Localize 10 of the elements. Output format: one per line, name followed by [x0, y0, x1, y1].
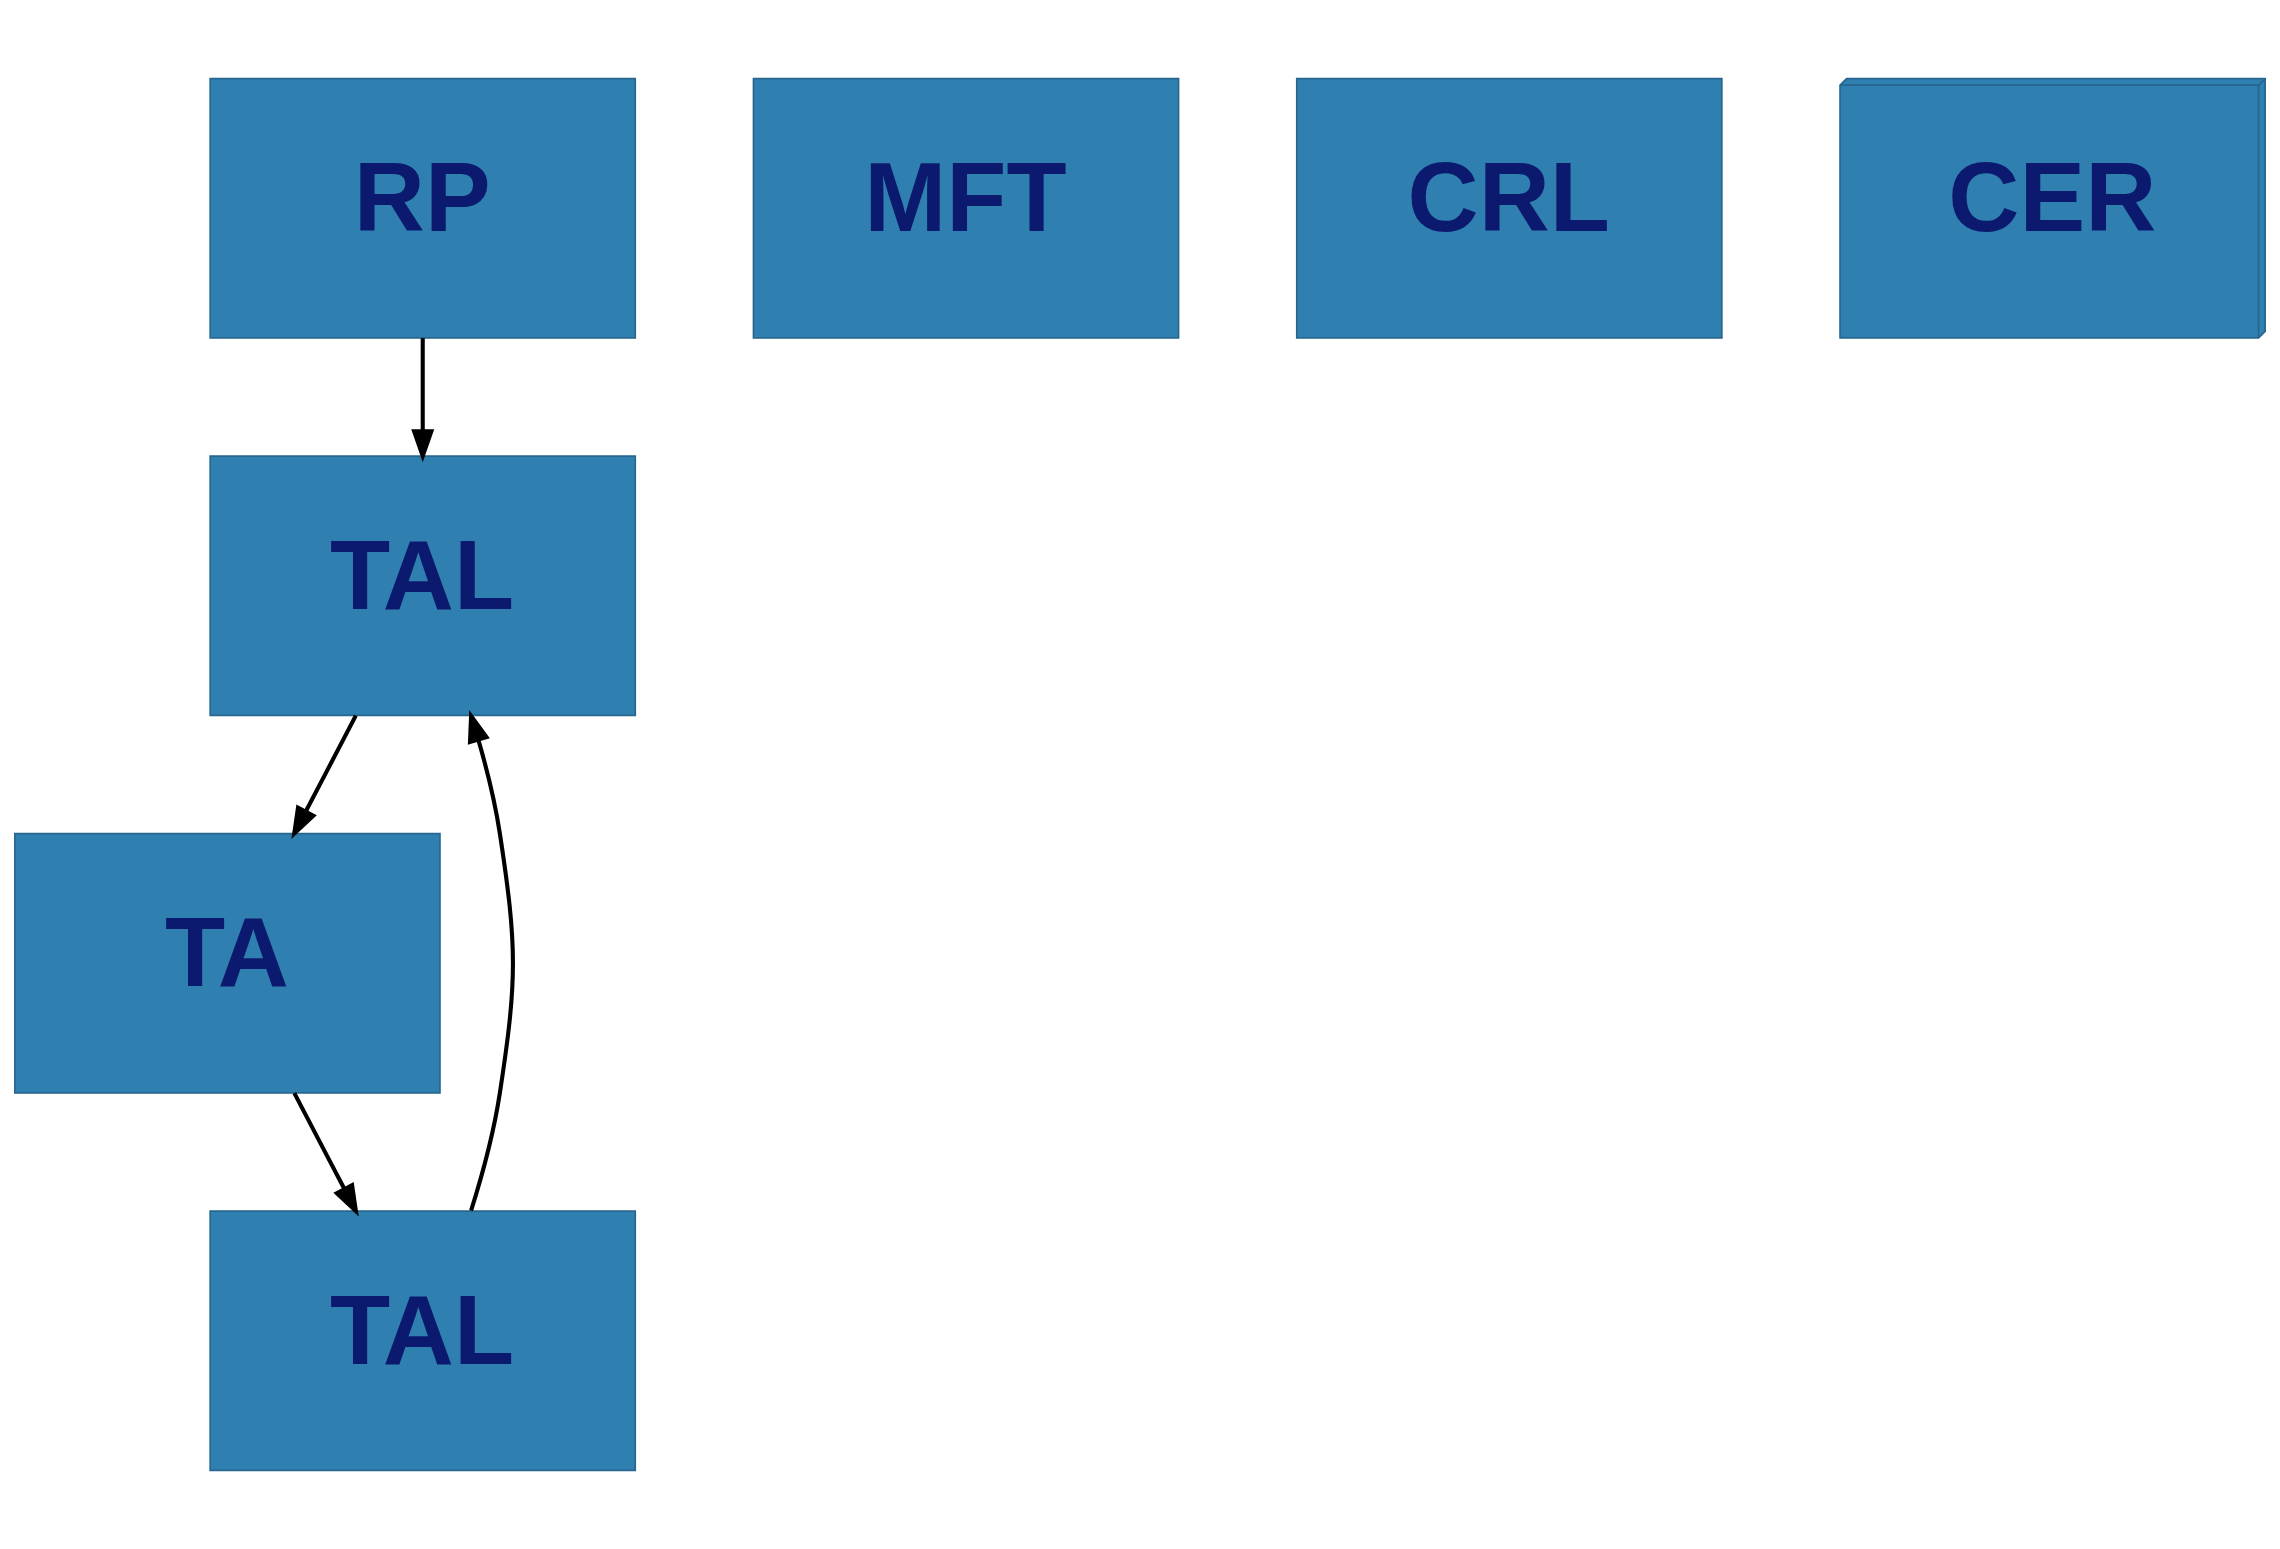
node-box: MFT [752, 77, 1180, 339]
arrow [467, 710, 515, 1212]
node-box: TAL [209, 1210, 637, 1472]
node-box: RP [209, 77, 637, 339]
node-box: TA [14, 832, 441, 1094]
node-box: CRL [1295, 77, 1723, 339]
arrow [411, 338, 435, 463]
arrow [292, 1092, 359, 1217]
node-box: TAL [209, 455, 637, 717]
arrow [291, 714, 358, 840]
